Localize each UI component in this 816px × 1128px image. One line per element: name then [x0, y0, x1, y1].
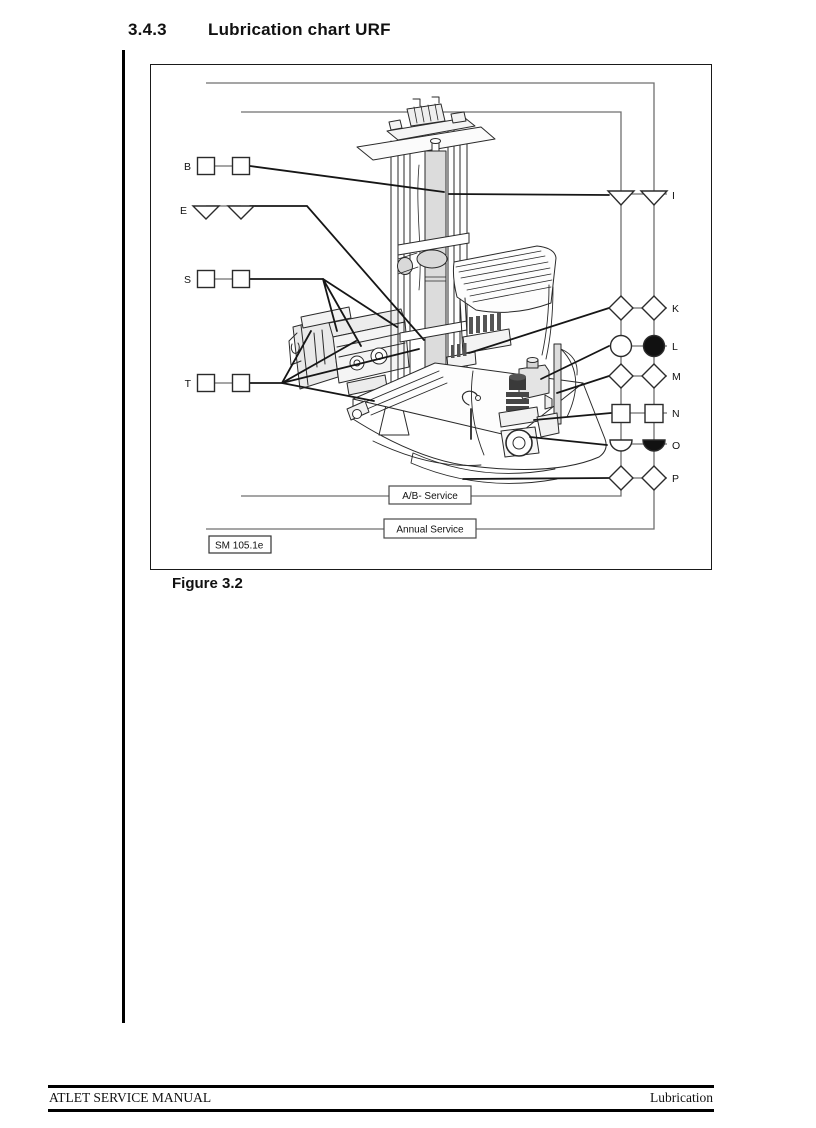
point-P-inner — [608, 465, 634, 491]
label-P: P — [672, 473, 679, 485]
footer-manual-title: ATLET SERVICE MANUAL — [49, 1090, 212, 1105]
footer-rule-top — [48, 1085, 714, 1088]
page-footer: ATLET SERVICE MANUAL Lubrication — [48, 1085, 714, 1112]
point-I-inner — [606, 190, 636, 207]
footer-rule-bottom — [48, 1109, 714, 1112]
point-M-outer — [641, 363, 667, 389]
truck-illustration — [288, 96, 607, 484]
point-T-outer — [196, 373, 216, 393]
point-L-inner — [609, 334, 633, 358]
label-I: I — [672, 190, 675, 202]
point-E-inner — [226, 205, 256, 220]
point-M-inner — [608, 363, 634, 389]
overhead-guard — [452, 245, 557, 360]
ab-service-label: A/B- Service — [402, 491, 458, 502]
figure-frame: B E S T I K L M N O P A/B- Service Annua… — [150, 64, 712, 570]
ab-service-box — [388, 485, 472, 505]
point-E-outer — [191, 205, 221, 220]
point-K-outer — [641, 295, 667, 321]
figure-caption: Figure 3.2 — [172, 575, 243, 592]
point-symbols — [191, 156, 669, 491]
point-N-inner — [611, 403, 631, 424]
point-labels: B E S T I K L M N O P — [180, 161, 681, 485]
label-L: L — [672, 341, 678, 353]
electrical-panel — [446, 313, 512, 370]
point-L-outer-filled — [642, 334, 666, 358]
service-boxes: A/B- Service Annual Service SM 105.1e — [208, 485, 477, 554]
section-heading: 3.4.3 Lubrication chart URF — [128, 20, 391, 40]
revision-change-bar — [122, 50, 125, 1023]
label-S: S — [184, 274, 191, 286]
lubrication-diagram: B E S T I K L M N O P A/B- Service Annua… — [180, 82, 681, 554]
label-B: B — [184, 161, 191, 173]
drawing-ref-label: SM 105.1e — [215, 541, 264, 552]
point-S-inner — [231, 269, 251, 289]
point-T-inner — [231, 373, 251, 393]
label-N: N — [672, 408, 680, 420]
point-S-outer — [196, 269, 216, 289]
section-number: 3.4.3 — [128, 20, 167, 39]
point-N-outer — [644, 403, 664, 424]
label-T: T — [185, 378, 192, 390]
point-K-inner — [608, 295, 634, 321]
point-B-outer — [196, 156, 216, 176]
footer-chapter: Lubrication — [650, 1090, 713, 1105]
leader-lines — [247, 165, 612, 480]
label-E: E — [180, 205, 187, 217]
point-O-inner — [609, 439, 633, 452]
point-B-inner — [231, 156, 251, 176]
label-O: O — [672, 440, 680, 452]
label-M: M — [672, 371, 681, 383]
annual-service-box — [383, 518, 477, 539]
label-K: K — [672, 303, 679, 315]
point-P-outer — [641, 465, 667, 491]
point-O-outer-filled — [642, 439, 666, 452]
drawing-ref-box — [208, 535, 272, 554]
annual-service-label: Annual Service — [396, 525, 464, 536]
section-title: Lubrication chart URF — [208, 20, 391, 39]
point-I-outer — [639, 190, 669, 207]
